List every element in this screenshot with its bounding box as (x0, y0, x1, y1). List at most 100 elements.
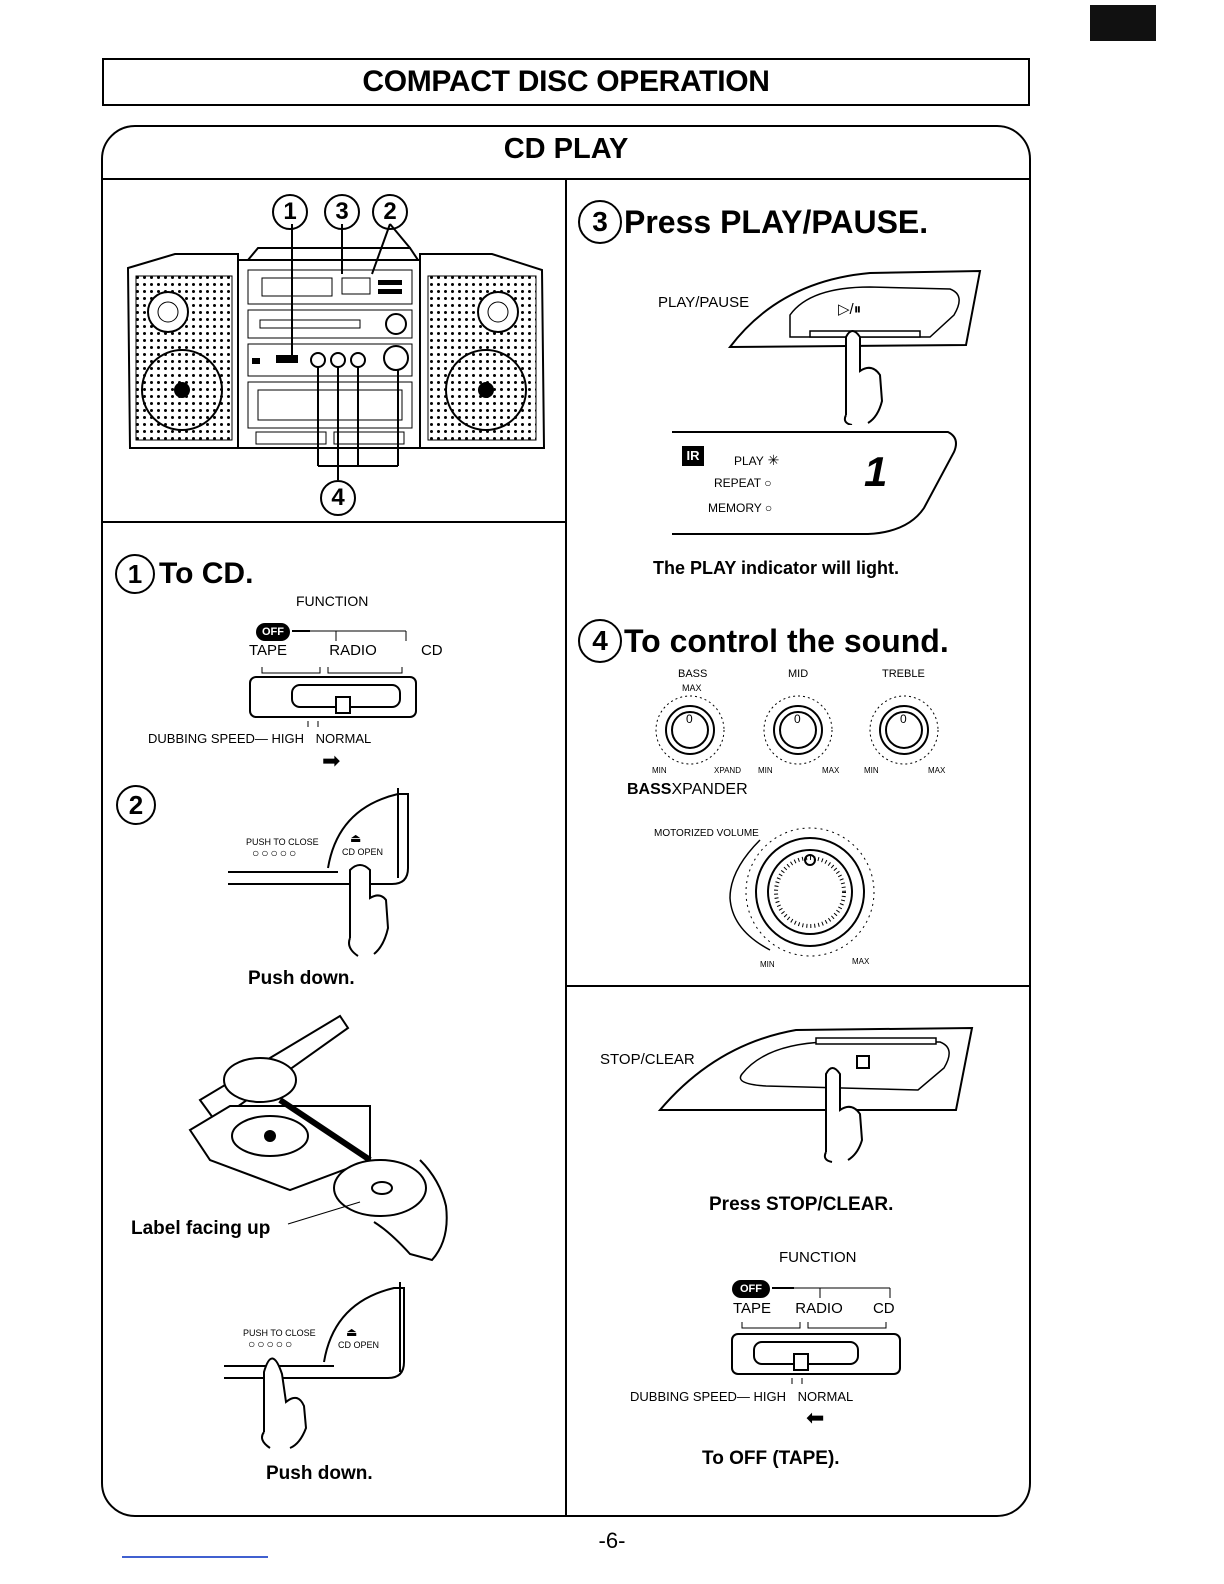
function-label: FUNCTION (296, 593, 369, 609)
step-1-title: To CD. (159, 557, 254, 590)
volume-min-label: MIN (760, 960, 775, 969)
motorized-volume-label: MOTORIZED VOLUME (654, 828, 759, 839)
mid-knob-label: MID (788, 668, 809, 680)
dubbing-speed-normal-2: NORMAL (797, 1389, 854, 1404)
to-off-tape-caption: To OFF (TAPE). (702, 1448, 840, 1469)
volume-knob[interactable] (720, 820, 890, 970)
volume-max-label: MAX (852, 957, 870, 966)
page-title: COMPACT DISC OPERATION (102, 58, 1030, 106)
eject-icon: ⏏ (350, 831, 362, 845)
bass-xpand-label: XPAND (714, 766, 741, 775)
section-title: CD PLAY (503, 133, 629, 165)
play-indicator-caption: The PLAY indicator will light. (653, 558, 900, 578)
callout-4: 4 (320, 480, 356, 516)
stop-clear-label: STOP/CLEAR (600, 1051, 695, 1068)
section-tab-marker (1090, 5, 1156, 41)
play-pause-icon[interactable]: ▷/⏸ (838, 301, 862, 318)
dubbing-speed-normal: NORMAL (315, 731, 372, 746)
mid-knob-zero[interactable]: 0 (794, 712, 801, 726)
function-positions-2: TAPE RADIO CD (733, 1300, 895, 1317)
push-down-caption-2: Push down. (266, 1463, 373, 1484)
tone-knobs (648, 690, 948, 770)
bass-max-mark: MAX (682, 683, 702, 693)
stop-clear-button-illustration (656, 1024, 976, 1164)
position-tape-2: TAPE (733, 1300, 772, 1317)
cd-display-panel (668, 428, 968, 548)
play-indicator-label: PLAY (734, 454, 764, 468)
callout-2: 2 (372, 194, 408, 230)
bass-knob-graphic (655, 695, 725, 765)
memory-label: MEMORY (708, 501, 762, 515)
repeat-label: REPEAT (714, 476, 761, 490)
off-badge-2: OFF (740, 1283, 762, 1295)
function-label-2: FUNCTION (779, 1249, 857, 1266)
position-cd-2: CD (872, 1300, 895, 1317)
bass-knob-zero[interactable]: 0 (686, 712, 693, 726)
cd-open-label: CD OPEN (342, 847, 384, 857)
step-1-heading: 1 To CD. (115, 554, 253, 594)
play-indicator: PLAY ✳ (734, 452, 779, 469)
dubbing-speed-label: DUBBING SPEED— HIGH NORMAL (148, 731, 371, 746)
function-positions: TAPE RADIO CD (249, 642, 443, 659)
play-pause-button-illustration (700, 265, 990, 426)
treble-knob-zero[interactable]: 0 (900, 712, 907, 726)
dubbing-speed-label-2: DUBBING SPEED— HIGH NORMAL (630, 1389, 853, 1404)
bassxpander-label: BASSXPANDER (627, 781, 748, 799)
content-frame (101, 125, 1031, 1517)
indicator-dots-2: ○○○○○ (248, 1337, 295, 1351)
function-switch-tape (624, 1272, 924, 1432)
label-facing-up-caption: Label facing up (131, 1218, 271, 1239)
bassxpander-rest: XPANDER (671, 781, 748, 798)
mid-knob-graphic (763, 695, 833, 765)
cd-open-button-illustration-2 (224, 1282, 424, 1452)
stop-icon[interactable] (856, 1055, 870, 1069)
treble-knob-label: TREBLE (882, 668, 925, 680)
dubbing-speed-high: DUBBING SPEED— HIGH (148, 731, 305, 746)
push-to-close-label: PUSH TO CLOSE (246, 837, 319, 847)
right-row-divider (566, 985, 1030, 987)
step-2-number: 2 (116, 785, 156, 825)
column-divider (565, 178, 567, 1516)
stereo-illustration (120, 190, 550, 510)
ir-indicator: IR (682, 446, 704, 466)
left-row-divider (102, 521, 566, 523)
step-4-number: 4 (578, 619, 622, 663)
repeat-indicator: REPEAT ○ (714, 476, 772, 490)
callout-1: 1 (272, 194, 308, 230)
step-1-number: 1 (115, 554, 155, 594)
left-arrow-icon: ⬅ (806, 1405, 825, 1430)
position-radio: RADIO (329, 642, 377, 659)
memory-indicator: MEMORY ○ (708, 501, 773, 515)
bass-knob-label: BASS (678, 668, 708, 680)
bassxpander-bold: BASS (627, 781, 672, 798)
disc-insertion-illustration (170, 1010, 470, 1270)
position-cd: CD (420, 642, 443, 659)
play-pause-label: PLAY/PAUSE (658, 294, 750, 311)
push-to-close-label-2: PUSH TO CLOSE (243, 1328, 316, 1338)
position-radio-2: RADIO (795, 1300, 843, 1317)
treble-min-label: MIN (864, 766, 879, 775)
indicator-dots: ○○○○○ (252, 846, 299, 860)
right-arrow-icon: ➡ (322, 748, 341, 773)
cd-open-button-illustration-1 (228, 788, 428, 958)
step-3-number: 3 (578, 200, 622, 244)
eject-icon-2: ⏏ (346, 1325, 358, 1339)
stop-clear-caption: Press STOP/CLEAR. (709, 1194, 894, 1215)
step-3-title: Press PLAY/PAUSE. (624, 203, 929, 240)
bass-min-label: MIN (652, 766, 667, 775)
mid-max-label: MAX (822, 766, 840, 775)
play-indicator-light-icon: ✳ (763, 452, 780, 468)
step-3-heading: 3 Press PLAY/PAUSE. (578, 200, 928, 244)
step-4-title: To control the sound. (624, 622, 949, 659)
off-badge: OFF (262, 626, 284, 638)
callout-3: 3 (324, 194, 360, 230)
position-tape: TAPE (249, 642, 288, 659)
step-4-heading: 4 To control the sound. (578, 619, 949, 663)
cd-open-label-2: CD OPEN (338, 1340, 380, 1350)
track-number-display: 1 (864, 448, 888, 495)
function-switch-cd (140, 615, 440, 775)
treble-knob-graphic (869, 695, 939, 765)
mid-min-label: MIN (758, 766, 773, 775)
treble-max-label: MAX (928, 766, 946, 775)
dubbing-speed-high-2: DUBBING SPEED— HIGH (630, 1389, 787, 1404)
